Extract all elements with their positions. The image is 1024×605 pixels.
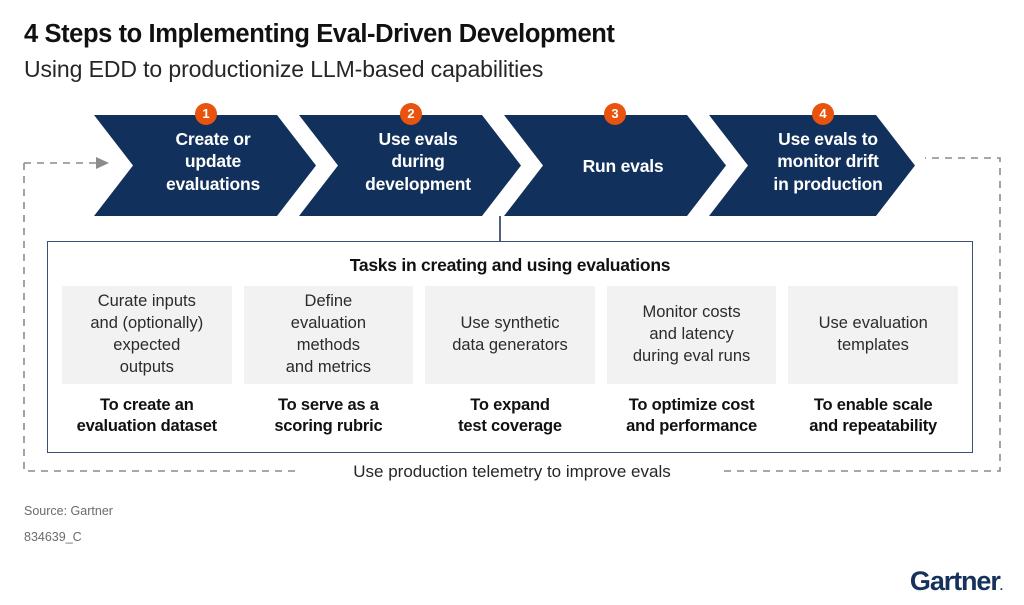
tasks-panel-heading: Tasks in creating and using evaluations <box>349 255 671 275</box>
gartner-logo: Gartner. <box>909 566 1003 597</box>
chart-id: 834639_C <box>24 530 82 544</box>
gartner-logo-text: Gartner <box>909 566 1001 596</box>
gartner-logo-trademark: . <box>999 579 1003 593</box>
feedback-loop-caption-text: Use production telemetry to improve eval… <box>341 462 683 481</box>
feedback-loop-caption: Use production telemetry to improve eval… <box>0 462 1024 482</box>
step-badge-4: 4 <box>812 103 834 125</box>
page-title: 4 Steps to Implementing Eval-Driven Deve… <box>24 20 615 48</box>
step-badge-1: 1 <box>195 103 217 125</box>
step-label-3: Run evals <box>582 156 664 176</box>
page-subtitle: Using EDD to productionize LLM-based cap… <box>24 56 544 82</box>
step-badge-2: 2 <box>400 103 422 125</box>
source-attribution: Source: Gartner <box>24 504 113 518</box>
tasks-panel: Tasks in creating and using evaluations … <box>47 241 973 453</box>
loop-arrowhead-icon <box>96 157 109 169</box>
step-badge-3: 3 <box>604 103 626 125</box>
